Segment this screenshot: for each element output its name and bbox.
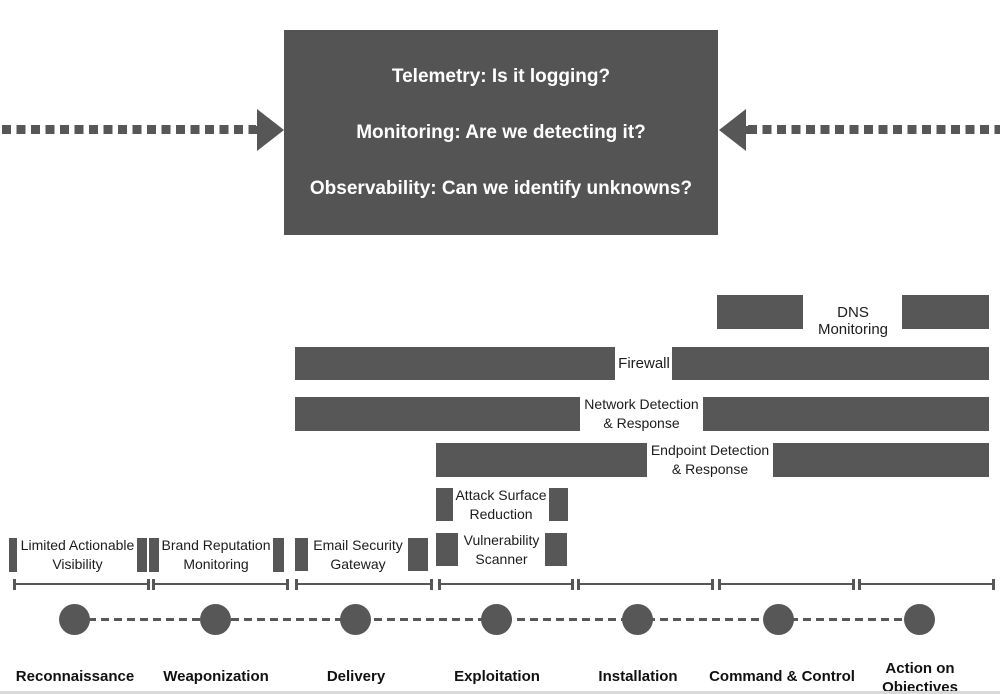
- firewall-label: Firewall: [618, 355, 670, 372]
- edr-bar-left: [436, 443, 647, 477]
- canvas-bottom-edge: [0, 691, 1000, 694]
- timeline-node-delivery: [340, 604, 371, 635]
- firewall-bar-left: [295, 347, 615, 380]
- phase-label-delivery: Delivery: [326, 668, 386, 685]
- bracket-exploitation: [438, 579, 574, 590]
- brm-label: Brand Reputation Monitoring: [161, 537, 271, 572]
- vuln-scanner-label: Vulnerability Scanner: [463, 532, 540, 567]
- ndr-label: Network Detection & Response: [584, 396, 699, 431]
- phase-label-weaponization: Weaponization: [163, 668, 269, 685]
- bracket-installation: [577, 579, 714, 590]
- center-questions-box: Telemetry: Is it logging? Monitoring: Ar…: [284, 30, 718, 235]
- phase-label-action-objectives: Action on Objectives: [882, 660, 958, 694]
- firewall-bar-right: [672, 347, 989, 380]
- arrow-left-stub: [249, 126, 259, 134]
- dns-monitoring-label: DNS Monitoring: [817, 304, 889, 338]
- timeline-node-installation: [622, 604, 653, 635]
- bracket-action-objectives: [858, 579, 995, 590]
- esg-label: Email Security Gateway: [313, 537, 403, 572]
- brm-bar-right: [273, 538, 284, 572]
- esg-bar-left: [295, 538, 308, 571]
- asr-bar-left: [436, 488, 453, 521]
- arrow-right-stub: [743, 126, 753, 134]
- esg-bar-right: [408, 538, 428, 571]
- vuln-scanner-bar-left: [436, 533, 458, 566]
- timeline-node-exploitation: [481, 604, 512, 635]
- arrowhead-right-icon: [257, 109, 284, 151]
- asr-label: Attack Surface Reduction: [455, 487, 547, 522]
- ndr-bar-left: [295, 397, 580, 431]
- arrowhead-left-icon: [719, 109, 746, 151]
- telemetry-question: Telemetry: Is it logging?: [391, 65, 611, 87]
- observability-question: Observability: Can we identify unknowns?: [309, 177, 693, 199]
- lav-label: Limited Actionable Visibility: [20, 537, 135, 572]
- monitoring-question: Monitoring: Are we detecting it?: [356, 121, 646, 143]
- asr-bar-right: [549, 488, 568, 521]
- dns-monitoring-bar-right: [902, 295, 989, 329]
- phase-label-installation: Installation: [598, 668, 678, 685]
- timeline-node-reconnaissance: [59, 604, 90, 635]
- edr-bar-right: [773, 443, 989, 477]
- brm-bar-left: [149, 538, 159, 572]
- ndr-bar-right: [703, 397, 989, 431]
- phase-label-reconnaissance: Reconnaissance: [15, 668, 135, 685]
- lav-bar-right: [137, 538, 147, 572]
- edr-label: Endpoint Detection & Response: [650, 442, 770, 477]
- phase-label-command-control: Command & Control: [709, 668, 855, 685]
- timeline-node-action-objectives: [904, 604, 935, 635]
- bracket-delivery: [295, 579, 433, 590]
- vuln-scanner-bar-right: [545, 533, 567, 566]
- dashed-arrow-right: [748, 125, 1000, 134]
- bracket-command-control: [718, 579, 855, 590]
- timeline-node-command-control: [763, 604, 794, 635]
- phase-label-exploitation: Exploitation: [454, 668, 540, 685]
- dashed-arrow-left: [2, 125, 256, 134]
- lav-bar-left: [9, 538, 17, 572]
- timeline-node-weaponization: [200, 604, 231, 635]
- bracket-reconnaissance: [13, 579, 150, 590]
- bracket-weaponization: [152, 579, 289, 590]
- dns-monitoring-bar-left: [717, 295, 803, 329]
